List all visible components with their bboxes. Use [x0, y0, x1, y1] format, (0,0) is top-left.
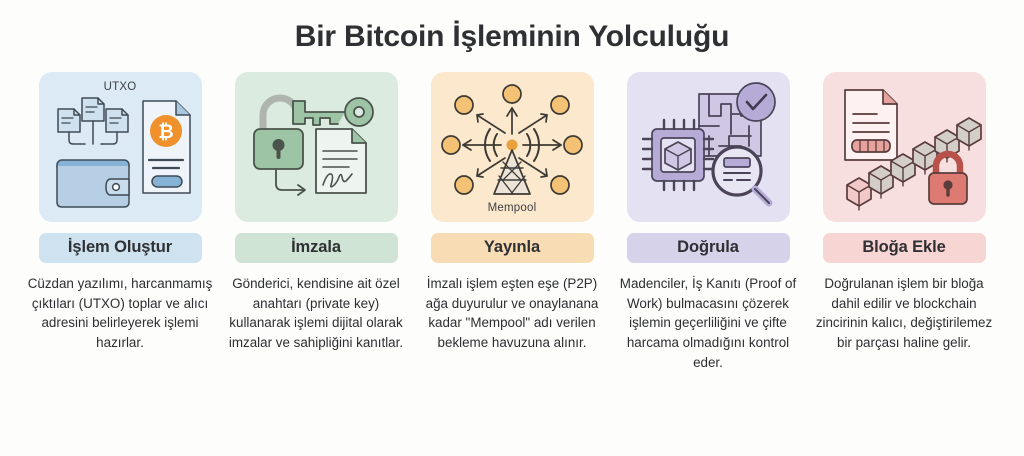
signed-document-icon — [314, 128, 367, 194]
step-card-sign: İmzala Gönderici, kendisine ait özel ana… — [222, 72, 410, 373]
create-transaction-illustration: ₿ — [55, 97, 191, 208]
svg-text:₿: ₿ — [158, 122, 173, 143]
panel-caption-mempool: Mempool — [487, 202, 537, 214]
bitcoin-document-icon: ₿ — [141, 100, 191, 194]
sign-illustration — [252, 94, 374, 196]
icon-panel-create-transaction: UTXO — [38, 72, 202, 222]
check-circle-icon — [735, 82, 776, 122]
add-to-block-illustration — [843, 89, 982, 211]
magnifier-icon — [710, 145, 772, 207]
verify-illustration — [641, 82, 776, 207]
step-description-sign: Gönderici, kendisine ait özel anahtarı (… — [228, 276, 404, 351]
cpu-chip-icon — [641, 118, 714, 192]
step-card-broadcast: Mempool — [418, 72, 606, 373]
icon-panel-broadcast: Mempool — [430, 72, 594, 222]
utxo-documents-icon — [56, 97, 129, 145]
network-nodes-icon — [440, 84, 583, 195]
icon-panel-add-to-block — [822, 72, 986, 222]
panel-caption-utxo: UTXO — [103, 81, 137, 93]
padlock-closed-icon — [927, 150, 968, 205]
arrow-right-icon — [274, 169, 305, 191]
steps-container: UTXO — [0, 72, 1024, 373]
step-description-broadcast: İmzalı işlem eşten eşe (P2P) ağa duyurul… — [425, 276, 599, 351]
step-card-verify: Doğrula Madenciler, İş Kanıtı (Proof of … — [614, 72, 802, 373]
icon-panel-verify — [626, 72, 790, 222]
page-title: Bir Bitcoin İşleminin Yolculuğu — [294, 20, 730, 53]
step-pill-sign[interactable]: İmzala — [234, 233, 398, 263]
step-pill-verify[interactable]: Doğrula — [626, 233, 790, 263]
key-icon — [291, 97, 374, 127]
wallet-icon — [55, 159, 130, 208]
broadcast-arrows-icon — [461, 107, 562, 178]
step-card-add-to-block: Bloğa Ekle Doğrulanan işlem bir bloğa da… — [810, 72, 998, 373]
broadcast-tower-icon — [483, 128, 540, 195]
step-pill-create-transaction[interactable]: İşlem Oluştur — [38, 233, 202, 263]
step-description-verify: Madenciler, İş Kanıtı (Proof of Work) bu… — [619, 276, 797, 370]
blockchain-cubes-icon — [845, 117, 982, 211]
step-description-create-transaction: Cüzdan yazılımı, harcanmamış çıktıları (… — [27, 276, 213, 351]
step-card-create-transaction: UTXO — [26, 72, 214, 373]
block-document-icon — [843, 89, 898, 161]
step-pill-broadcast[interactable]: Yayınla — [430, 233, 594, 263]
step-description-add-to-block: Doğrulanan işlem bir bloğa dahil edilir … — [815, 276, 993, 351]
step-pill-add-to-block[interactable]: Bloğa Ekle — [822, 233, 986, 263]
icon-panel-sign — [234, 72, 398, 222]
broadcast-illustration — [440, 84, 583, 195]
